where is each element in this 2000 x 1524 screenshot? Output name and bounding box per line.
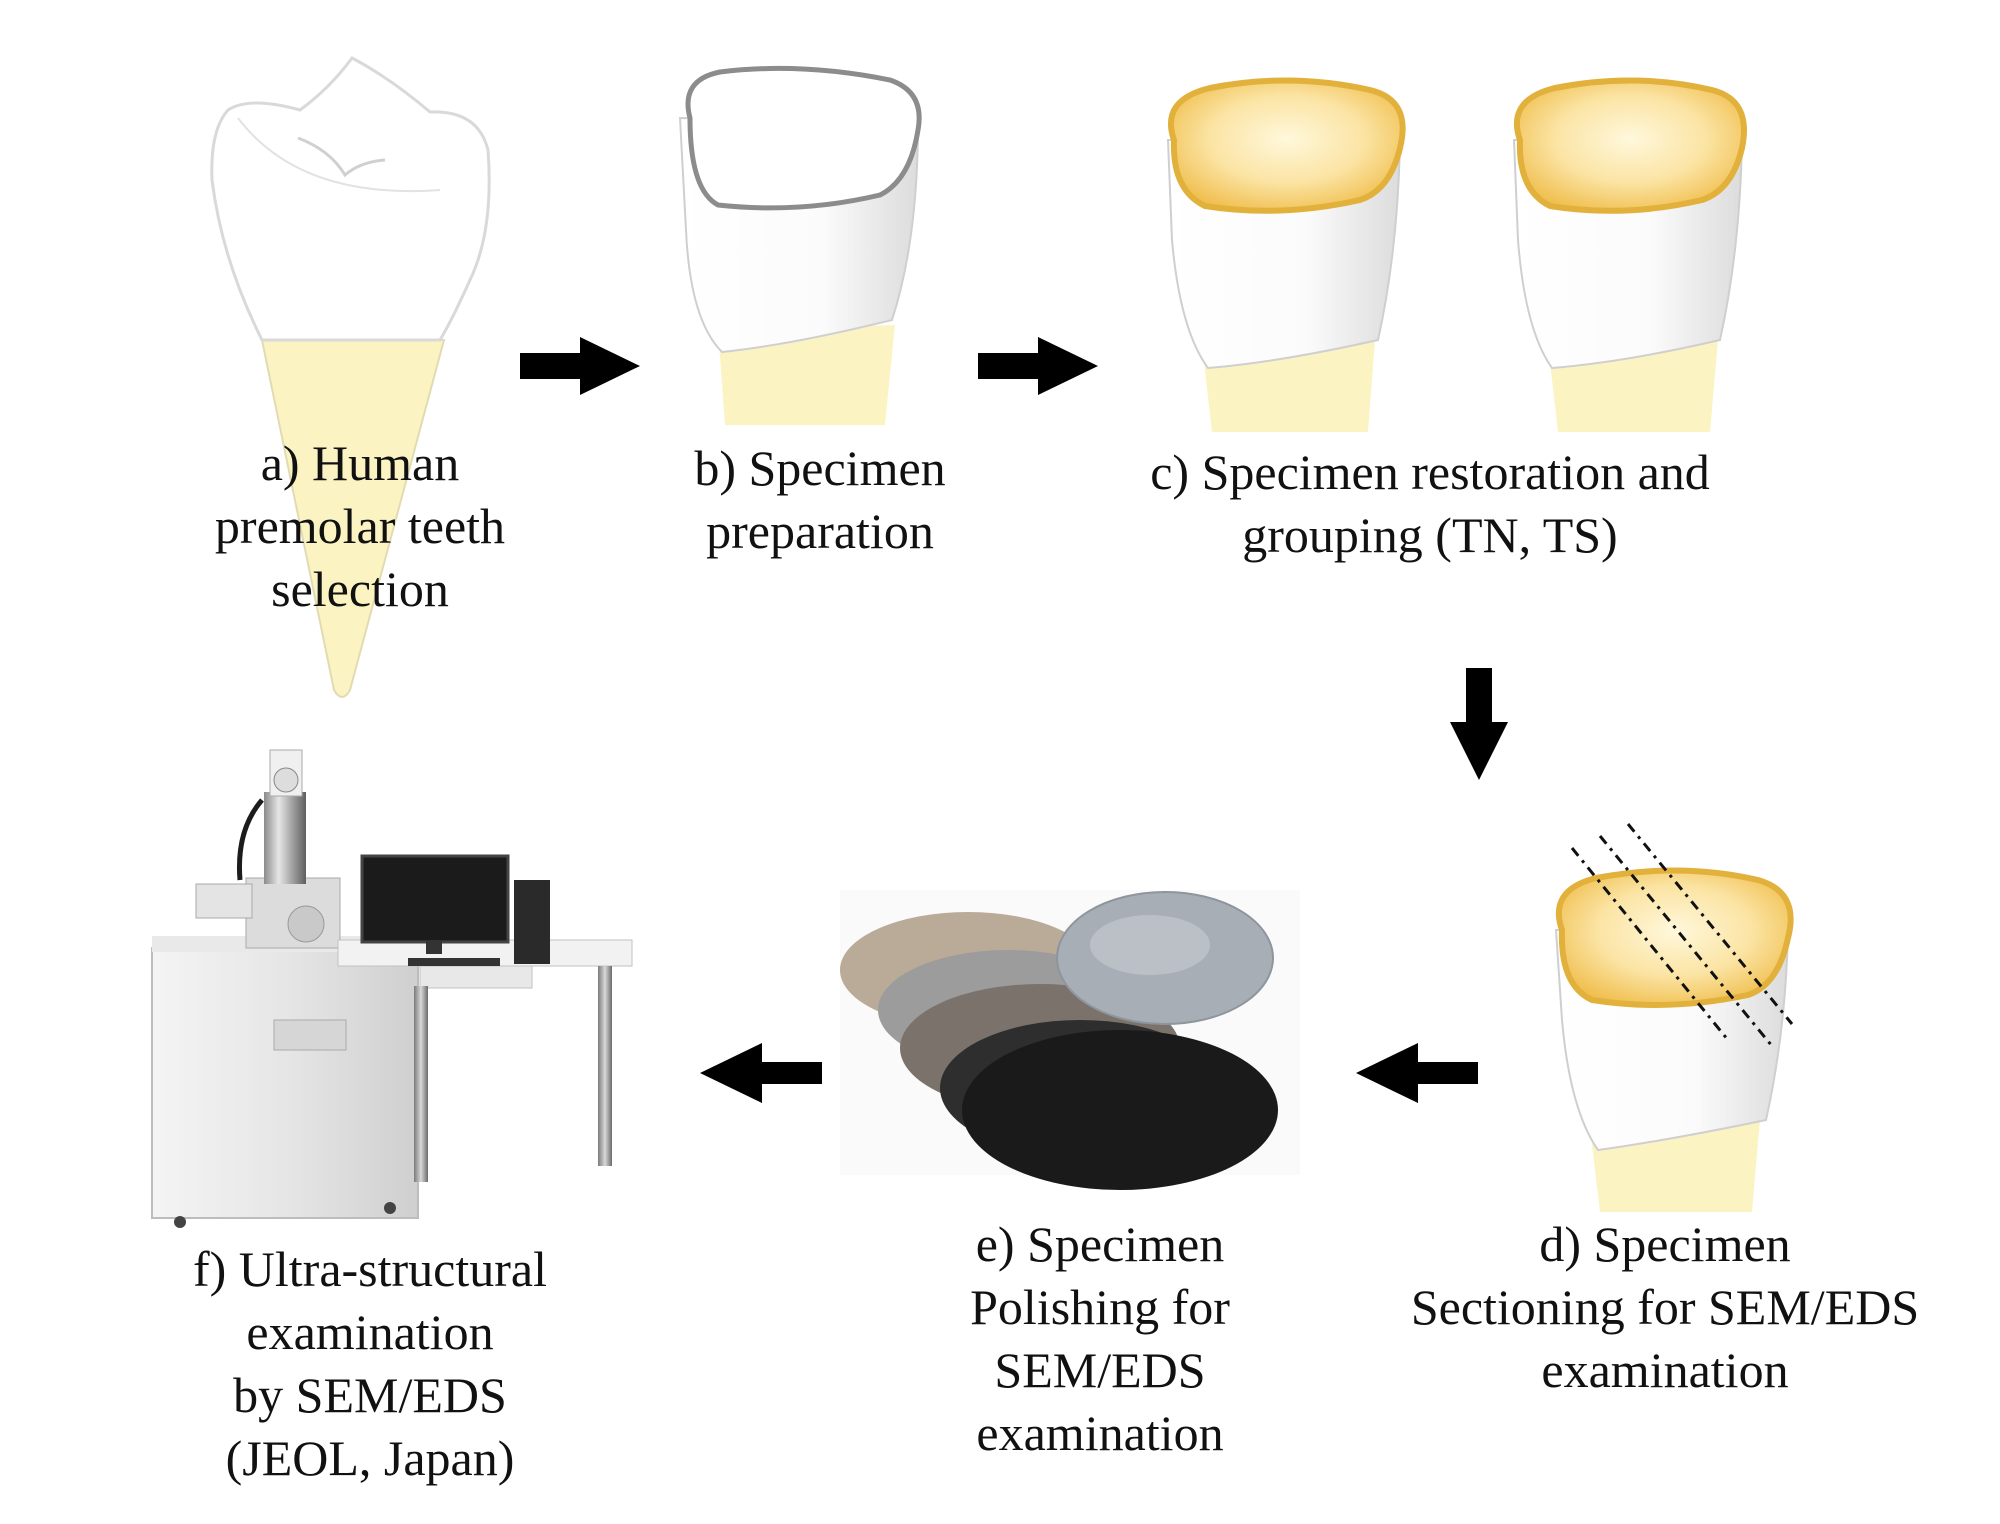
tooth-crown [210, 56, 491, 342]
caption-b-line-1: b) Specimen [694, 440, 946, 496]
section-line-2 [1598, 835, 1774, 1047]
arrow-right-a-to-b [520, 337, 640, 395]
sem-control-panel [273, 1019, 347, 1051]
disc-silver-sheen [1090, 915, 1210, 975]
caption-f-line-3: by SEM/EDS [233, 1367, 507, 1423]
sem-cabinet [151, 947, 419, 1219]
sem-cable [237, 798, 264, 881]
disc-black-grit [962, 1030, 1278, 1190]
sem-wheel-2 [384, 1202, 396, 1214]
caption-f-line-2: examination [246, 1304, 494, 1360]
prepared-specimen-icon [678, 65, 922, 425]
restored-specimen-icon-2 [1512, 77, 1747, 432]
caption-d-line-3: examination [1541, 1342, 1789, 1398]
caption-f-line-4: (JEOL, Japan) [225, 1430, 515, 1486]
caption-e-line-3: SEM/EDS [994, 1342, 1206, 1398]
sem-keyboard [408, 958, 500, 966]
caption-step-c: c) Specimen restoration and grouping (TN… [1080, 441, 1780, 567]
specimen-root [718, 325, 895, 425]
specimen-top-surface [685, 65, 922, 211]
caption-e-line-4: examination [976, 1405, 1224, 1461]
section-line-3 [1626, 823, 1794, 1025]
crown-cusp-line [237, 117, 441, 193]
caption-a-line-3: selection [271, 561, 449, 617]
tooth-root [260, 339, 446, 698]
caption-step-f: f) Ultra-structural examination by SEM/E… [140, 1238, 600, 1490]
sem-stage-knob [287, 905, 325, 943]
arrow-right-b-to-c [978, 337, 1098, 395]
whole-premolar-tooth-icon [210, 56, 491, 698]
caption-e-line-1: e) Specimen [975, 1216, 1225, 1272]
crown-fissure [297, 136, 386, 178]
caption-c-line-2: grouping (TN, TS) [1242, 507, 1618, 563]
arrow-down-c-to-d [1450, 668, 1508, 780]
sem-pc-tower [514, 880, 550, 964]
caption-d-line-1: d) Specimen [1539, 1216, 1791, 1272]
caption-a-line-2: premolar teeth [214, 498, 506, 554]
arrow-left-e-to-f [700, 1043, 822, 1103]
sectioned-specimen-icon [1554, 823, 1794, 1212]
sem-monitor-screen [360, 854, 510, 944]
caption-step-d: d) Specimen Sectioning for SEM/EDS exami… [1340, 1213, 1990, 1402]
restoration-surface-2 [1513, 77, 1747, 214]
polishing-discs-icon [840, 890, 1300, 1190]
caption-e-line-2: Polishing for [970, 1279, 1230, 1335]
caption-step-a: a) Human premolar teeth selection [160, 432, 560, 621]
caption-f-line-1: f) Ultra-structural [192, 1241, 547, 1297]
restored-specimen-icon-1 [1166, 77, 1406, 432]
sem-gun-top [273, 767, 299, 793]
sem-desk-drawer [419, 965, 533, 989]
restoration-surface-1 [1167, 77, 1406, 214]
caption-a-line-1: a) Human [260, 435, 460, 491]
sectioned-restoration-surface [1555, 867, 1794, 1008]
section-line-1 [1570, 847, 1730, 1041]
sem-eds-machine-icon [151, 749, 633, 1228]
sem-side-unit [195, 883, 253, 919]
sem-wheel-1 [174, 1216, 186, 1228]
sem-desk-leg-left [414, 986, 428, 1182]
arrow-left-d-to-e [1356, 1043, 1478, 1103]
caption-c-line-1: c) Specimen restoration and [1150, 444, 1710, 500]
caption-step-e: e) Specimen Polishing for SEM/EDS examin… [880, 1213, 1320, 1465]
caption-d-line-2: Sectioning for SEM/EDS [1410, 1279, 1920, 1335]
sem-desk-leg-right [598, 966, 612, 1166]
caption-step-b: b) Specimen preparation [620, 437, 1020, 563]
caption-b-line-2: preparation [706, 503, 934, 559]
sem-column [264, 792, 306, 884]
sem-monitor-stand [426, 940, 442, 954]
